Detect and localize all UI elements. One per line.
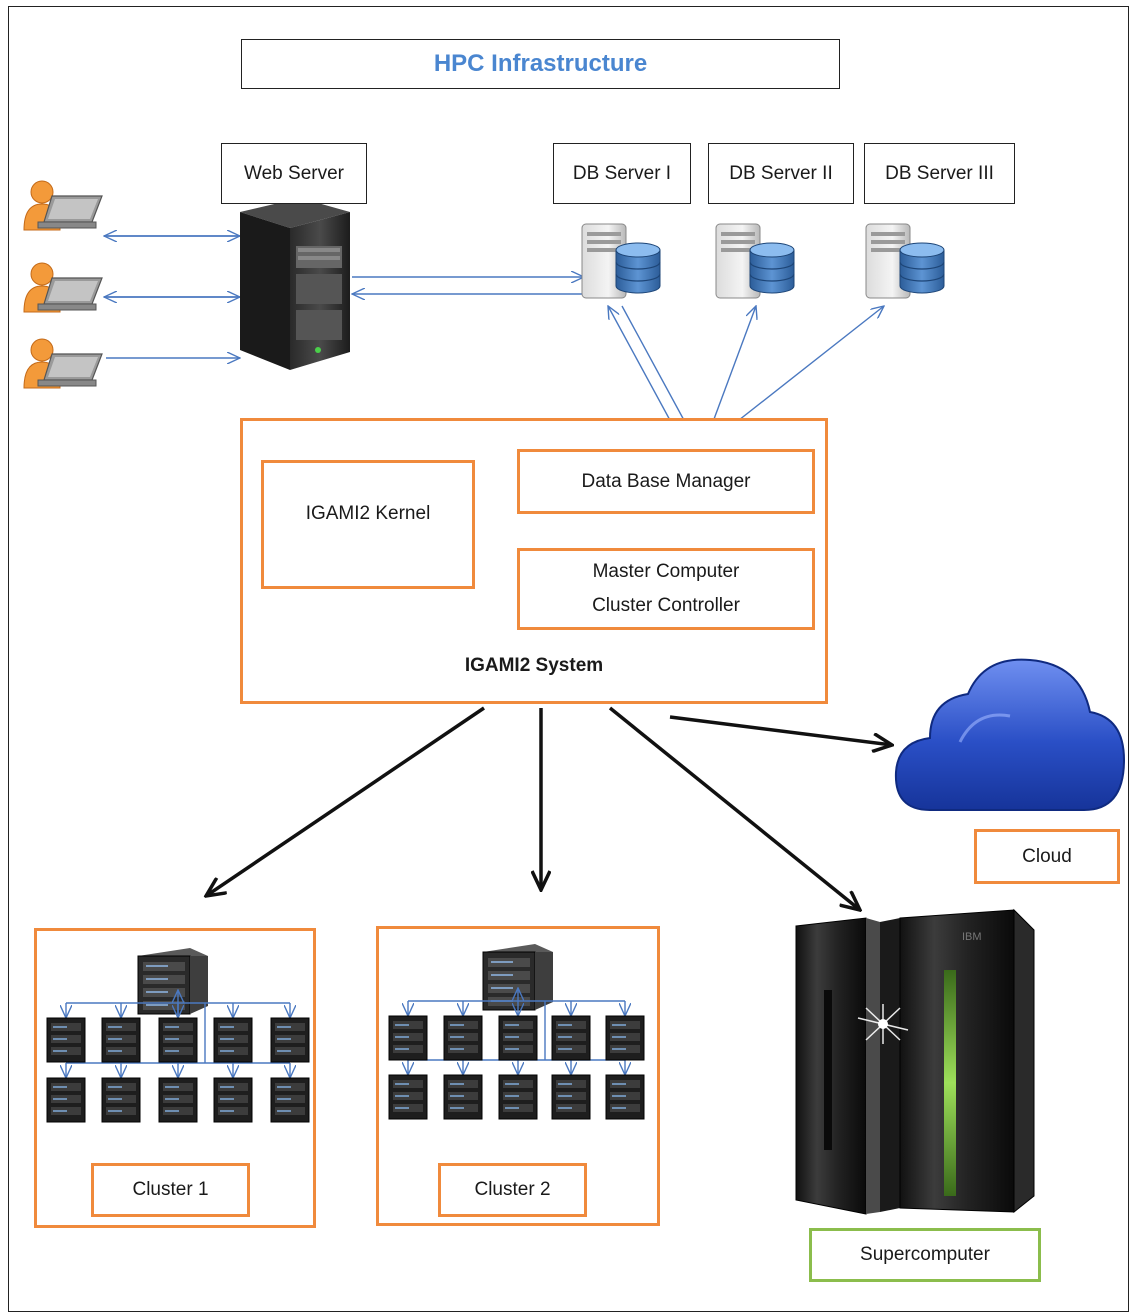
system-output-arrows: [206, 706, 892, 910]
igami2-system-label: IGAMI2 System: [464, 655, 604, 676]
master-computer-line2: Cluster Controller: [592, 595, 740, 616]
db-server-label-3: DB Server III: [864, 143, 1015, 204]
cloud-label: Cloud: [974, 829, 1120, 884]
user-webserver-arrows: [104, 236, 240, 358]
web-server-label: Web Server: [221, 143, 367, 204]
master-computer-box: Master Computer Cluster Controller: [517, 548, 815, 630]
cluster-2-box: [376, 926, 660, 1226]
diagram-frame: [8, 6, 1129, 1312]
user-icon-2: [23, 262, 103, 313]
db-manager-box: Data Base Manager: [517, 449, 815, 514]
cluster-2-diagram: [388, 943, 645, 1120]
user-icon-1: [23, 180, 103, 231]
web-server-icon: [240, 198, 350, 370]
diagram-title: HPC Infrastructure: [241, 39, 840, 89]
webserver-db-arrows: [352, 277, 584, 294]
cluster-2-label: Cluster 2: [438, 1163, 587, 1217]
user-icon-3: [23, 338, 103, 389]
cloud-icon: [894, 658, 1126, 811]
db-server-icon-3: [865, 223, 945, 299]
supercomputer-label: Supercomputer: [809, 1228, 1041, 1282]
db-server-icon-1: [581, 223, 661, 299]
supercomputer-icon: IBM: [795, 908, 1035, 1215]
igami2-kernel-box: IGAMI2 Kernel: [261, 460, 475, 589]
igami2-kernel-label: IGAMI2 Kernel: [305, 503, 431, 524]
supercomputer-brand: IBM: [962, 931, 982, 943]
cluster-1-label: Cluster 1: [91, 1163, 250, 1217]
cluster-1-diagram: [46, 947, 310, 1123]
db-server-label-2: DB Server II: [708, 143, 854, 204]
cluster-1-box: [34, 928, 316, 1228]
db-server-icon-2: [715, 223, 795, 299]
db-server-label-1: DB Server I: [553, 143, 691, 204]
master-computer-line1: Master Computer: [592, 561, 740, 582]
